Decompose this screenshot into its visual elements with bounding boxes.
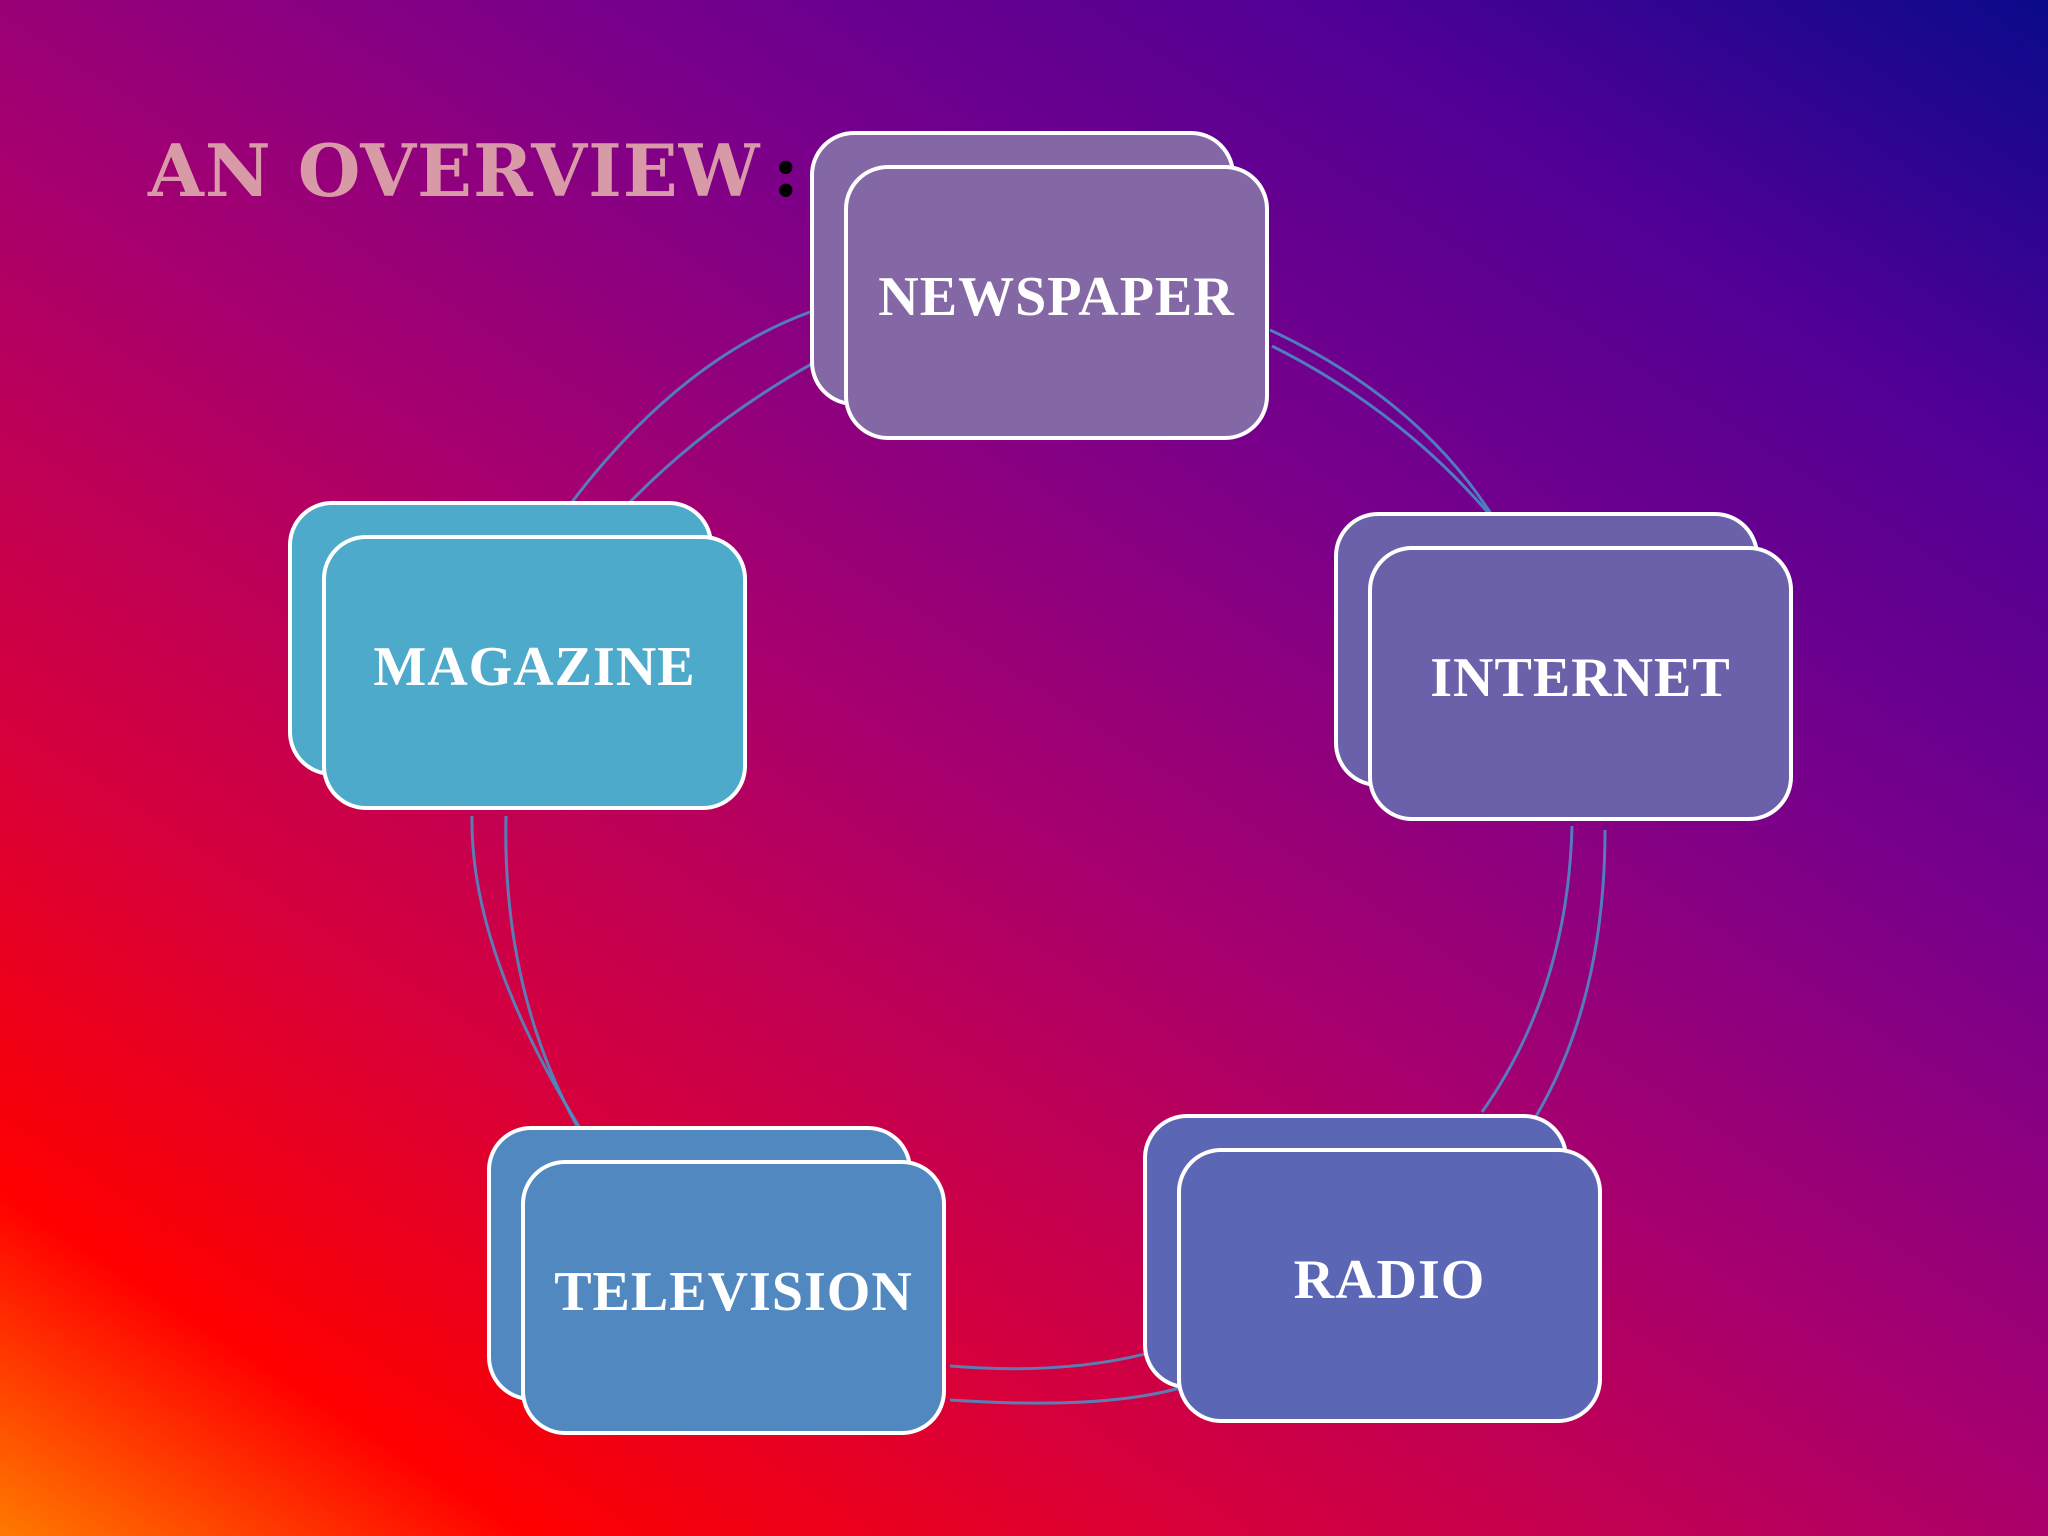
connector-internet-radio-inner [1480,825,1574,1113]
node-newspaper-label: NEWSPAPER [878,265,1235,328]
slide-title-text: AN OVERVIEW [148,128,761,213]
node-internet: INTERNET [1334,512,1793,821]
node-magazine-card: MAGAZINE [322,535,747,810]
node-television-card: TELEVISION [521,1160,946,1435]
connector-magazine-newspaper-outer [570,310,811,503]
slide-title: AN OVERVIEW: [148,128,800,213]
connector-television-magazine-outer [470,815,582,1129]
node-magazine-label: MAGAZINE [373,635,696,698]
node-internet-label: INTERNET [1430,646,1731,709]
node-newspaper: NEWSPAPER [810,131,1269,440]
node-internet-card: INTERNET [1368,546,1793,821]
connector-newspaper-internet-outer [1269,328,1497,521]
node-magazine: MAGAZINE [288,501,747,810]
connector-radio-television-inner [949,1352,1146,1371]
node-radio: RADIO [1143,1114,1602,1423]
node-television-label: TELEVISION [554,1260,913,1323]
node-radio-label: RADIO [1293,1248,1486,1311]
connector-internet-radio-outer [1533,829,1607,1119]
connector-radio-television-outer [949,1386,1181,1405]
connector-newspaper-internet-inner [1271,344,1492,516]
slide-title-colon: : [772,128,801,213]
node-radio-card: RADIO [1177,1148,1602,1423]
node-television: TELEVISION [487,1126,946,1435]
node-newspaper-card: NEWSPAPER [844,165,1269,440]
connector-television-magazine-inner [504,815,580,1129]
